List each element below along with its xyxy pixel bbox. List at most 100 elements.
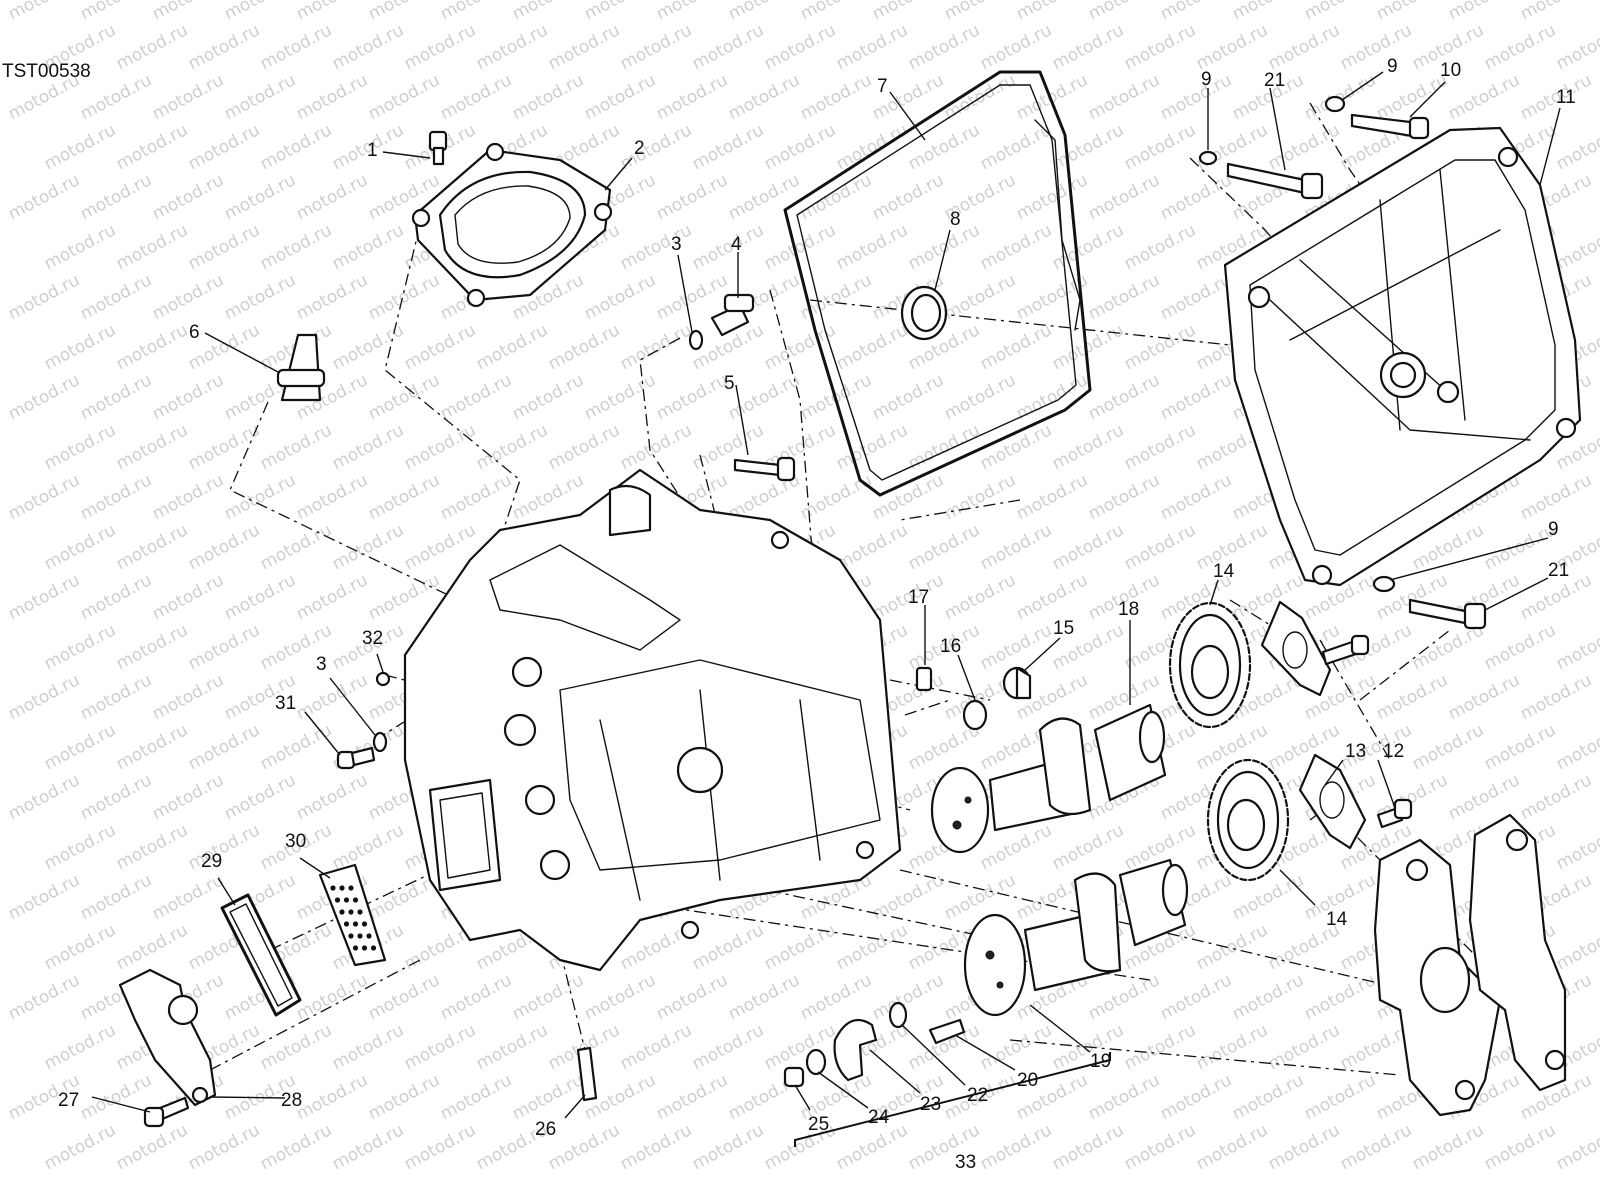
- watermark-text: motod.ru: [329, 420, 407, 474]
- watermark-text: motod.ru: [1553, 720, 1600, 774]
- watermark-text: motod.ru: [761, 920, 839, 974]
- watermark-text: motod.ru: [401, 20, 479, 74]
- callout-14-bottom: 14: [1326, 909, 1348, 930]
- watermark-text: motod.ru: [149, 370, 227, 424]
- watermark-text: motod.ru: [1157, 0, 1235, 24]
- watermark-text: motod.ru: [941, 0, 1019, 24]
- watermark-text: motod.ru: [1193, 1020, 1271, 1074]
- washer-part-3-left: [372, 731, 388, 753]
- callout-4: 4: [731, 234, 742, 255]
- callout-26: 26: [535, 1119, 556, 1140]
- watermark-text: motod.ru: [149, 770, 227, 824]
- watermark-text: motod.ru: [113, 420, 191, 474]
- callout-8: 8: [950, 209, 961, 230]
- callout-33: 33: [955, 1152, 976, 1173]
- watermark-text: motod.ru: [509, 70, 587, 124]
- plate-part-13-upper: [1260, 600, 1332, 697]
- watermark-text: motod.ru: [689, 120, 767, 174]
- watermark-text: motod.ru: [41, 620, 119, 674]
- watermark-text: motod.ru: [1337, 20, 1415, 74]
- watermark-text: motod.ru: [617, 1020, 695, 1074]
- perforation-hole: [339, 909, 345, 915]
- watermark-text: motod.ru: [257, 720, 335, 774]
- watermark-text: motod.ru: [149, 570, 227, 624]
- watermark-text: motod.ru: [1013, 570, 1091, 624]
- watermark-text: motod.ru: [1121, 520, 1199, 574]
- perforation-hole: [330, 885, 336, 891]
- watermark-text: motod.ru: [1193, 1120, 1271, 1174]
- watermark-text: motod.ru: [437, 1070, 515, 1124]
- watermark-text: motod.ru: [77, 270, 155, 324]
- callout-13: 13: [1345, 741, 1366, 762]
- watermark-text: motod.ru: [365, 1070, 443, 1124]
- watermark-text: motod.ru: [761, 120, 839, 174]
- watermark-text: motod.ru: [437, 470, 515, 524]
- watermark-text: motod.ru: [977, 1020, 1055, 1074]
- watermark-text: motod.ru: [977, 420, 1055, 474]
- watermark-text: motod.ru: [113, 720, 191, 774]
- watermark-text: motod.ru: [941, 370, 1019, 424]
- watermark-text: motod.ru: [221, 570, 299, 624]
- watermark-text: motod.ru: [473, 20, 551, 74]
- watermark-text: motod.ru: [113, 120, 191, 174]
- watermark-text: motod.ru: [221, 0, 299, 24]
- callout-5: 5: [724, 373, 735, 394]
- watermark-text: motod.ru: [365, 0, 443, 24]
- watermark-text: motod.ru: [113, 520, 191, 574]
- watermark-text: motod.ru: [293, 770, 371, 824]
- dowel-part-17: [915, 666, 933, 692]
- o-ring-part-16: [962, 699, 988, 731]
- reed-plate-part-30: [318, 863, 387, 967]
- watermark-text: motod.ru: [797, 0, 875, 24]
- callout-27: 27: [58, 1090, 79, 1111]
- callout-23: 23: [920, 1094, 941, 1115]
- watermark-text: motod.ru: [77, 770, 155, 824]
- watermark-text: motod.ru: [545, 1120, 623, 1174]
- watermark-text: motod.ru: [725, 370, 803, 424]
- callout-31: 31: [275, 693, 296, 714]
- watermark-text: motod.ru: [977, 320, 1055, 374]
- watermark-text: motod.ru: [1481, 620, 1559, 674]
- watermark-text: motod.ru: [257, 120, 335, 174]
- watermark-text: motod.ru: [761, 320, 839, 374]
- perforation-hole: [343, 897, 350, 903]
- watermark-text: motod.ru: [545, 20, 623, 74]
- gear-part-14-upper: [1168, 601, 1252, 729]
- watermark-text: motod.ru: [1229, 0, 1307, 24]
- perforation-hole: [348, 933, 354, 939]
- watermark-text: motod.ru: [41, 120, 119, 174]
- watermark-text: motod.ru: [1265, 20, 1343, 74]
- watermark-text: motod.ru: [185, 120, 263, 174]
- callout-labels: 1 2 3 3 4 5 6 7 8 9 9 9 10 11 12 13 14 1…: [58, 56, 1576, 1173]
- camshaft-part-19: [963, 858, 1189, 1017]
- watermark-text: motod.ru: [401, 420, 479, 474]
- watermark-text: motod.ru: [797, 970, 875, 1024]
- watermark-text: motod.ru: [401, 1120, 479, 1174]
- watermark-text: motod.ru: [365, 970, 443, 1024]
- bolt-part-27: [143, 1096, 190, 1128]
- watermark-text: motod.ru: [5, 470, 83, 524]
- watermark-text: motod.ru: [653, 0, 731, 24]
- callout-28: 28: [281, 1090, 302, 1111]
- watermark-text: motod.ru: [1553, 120, 1600, 174]
- watermark-text: motod.ru: [113, 220, 191, 274]
- watermark-text: motod.ru: [617, 320, 695, 374]
- watermark-text: motod.ru: [725, 170, 803, 224]
- watermark-text: motod.ru: [509, 0, 587, 24]
- watermark-text: motod.ru: [581, 970, 659, 1024]
- watermark-text: motod.ru: [365, 270, 443, 324]
- watermark-text: motod.ru: [437, 70, 515, 124]
- watermark-text: motod.ru: [149, 0, 227, 24]
- watermark-text: motod.ru: [653, 370, 731, 424]
- watermark-text: motod.ru: [941, 270, 1019, 324]
- watermark-text: motod.ru: [293, 1070, 371, 1124]
- watermark-text: motod.ru: [905, 220, 983, 274]
- bolt-part-10: [1350, 113, 1430, 140]
- callout-2: 2: [634, 138, 645, 159]
- callout-29: 29: [201, 851, 222, 872]
- watermark-text: motod.ru: [869, 0, 947, 24]
- watermark-text: motod.ru: [1049, 20, 1127, 74]
- watermark-text: motod.ru: [473, 1020, 551, 1074]
- watermark-text: motod.ru: [1121, 1120, 1199, 1174]
